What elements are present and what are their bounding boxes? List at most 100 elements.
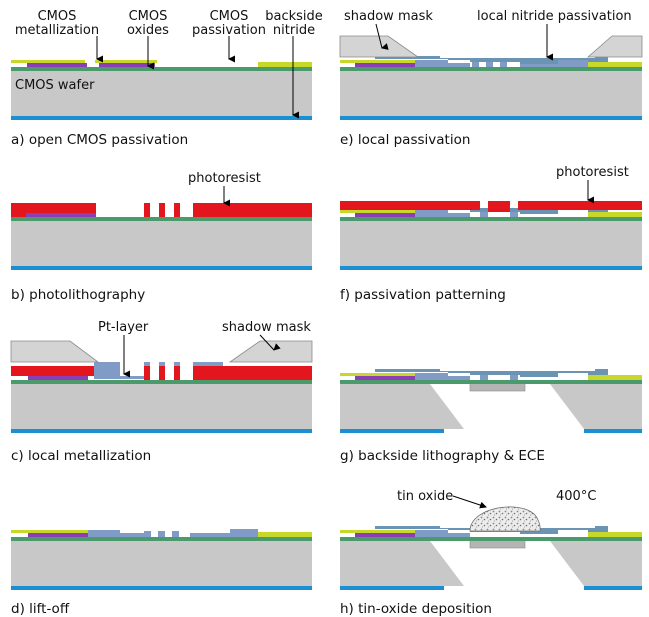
oxide-layer [11, 380, 312, 384]
passivation-layer [340, 373, 415, 376]
shadow-mask [228, 340, 313, 363]
photoresist-block [144, 366, 150, 380]
metal-pad [99, 63, 155, 67]
cmos-wafer [340, 541, 464, 586]
cmos-wafer [340, 71, 642, 116]
panel-c: Pt-layer shadow mask c) local metallizat… [10, 320, 313, 464]
oxide-layer [340, 67, 642, 71]
pt-layer [472, 61, 479, 67]
backside-nitride-layer [340, 116, 642, 120]
backside-nitride-layer [340, 586, 444, 590]
pt-layer [144, 531, 151, 537]
membrane [469, 382, 526, 392]
pt-layer [415, 373, 470, 380]
metal-pad [355, 376, 415, 380]
arrow [259, 334, 281, 351]
photoresist-block [144, 203, 150, 217]
backside-nitride-layer [584, 429, 642, 433]
metal-pad [72, 213, 96, 217]
pt-layer [94, 362, 144, 379]
membrane [469, 539, 526, 549]
oxide-layer [340, 217, 642, 221]
backside-nitride-layer [340, 266, 642, 270]
pt-layer [480, 211, 488, 217]
caption-g: g) backside lithography & ECE [340, 448, 545, 464]
pt-layer [415, 530, 470, 537]
arrow [452, 495, 487, 509]
shadow-mask [10, 340, 100, 363]
pt-layer [510, 211, 518, 217]
passivation-layer [258, 532, 312, 537]
backside-nitride-layer [11, 429, 312, 433]
photoresist-block [193, 366, 312, 380]
caption-f: f) passivation patterning [340, 287, 506, 303]
shadow-mask [339, 35, 420, 58]
metal-pad [28, 376, 88, 380]
oxide-layer [340, 380, 642, 384]
pt-layer [510, 374, 518, 380]
passivation-layer [258, 62, 312, 67]
cmos-wafer [11, 71, 312, 116]
passivation-layer [11, 60, 85, 63]
caption-e: e) local passivation [340, 132, 470, 148]
passivation-layer [95, 60, 157, 63]
label-shadow-mask: shadow mask [344, 9, 433, 24]
backside-nitride-layer [340, 429, 444, 433]
photoresist-block [159, 203, 165, 217]
photoresist-block [174, 366, 180, 380]
oxide-layer [11, 537, 312, 541]
passivation-layer [588, 375, 642, 380]
label-photoresist: photoresist [556, 165, 629, 180]
pt-layer [486, 61, 493, 67]
metal-pad [355, 63, 415, 67]
cmos-wafer [550, 541, 642, 586]
metal-pad [355, 213, 415, 217]
label-backside-nitride: backside [265, 9, 323, 24]
pt-layer [193, 362, 223, 366]
pt-layer [159, 362, 165, 366]
metal-pad [27, 63, 87, 67]
panel-e: shadow mask local nitride passivation e)… [339, 9, 643, 148]
metal-pad [28, 533, 88, 537]
passivation-layer [340, 60, 415, 63]
caption-a: a) open CMOS passivation [11, 132, 188, 148]
metal-pad [26, 213, 86, 217]
label-cmos-wafer: CMOS wafer [15, 78, 95, 93]
cmos-wafer [340, 221, 642, 266]
label-tin-oxide: tin oxide [397, 489, 453, 504]
label-photoresist: photoresist [188, 171, 261, 186]
passivation-layer [340, 530, 415, 533]
oxide-layer [11, 217, 312, 221]
passivation-layer [588, 212, 642, 217]
caption-b: b) photolithography [11, 287, 145, 303]
pt-layer [158, 531, 165, 537]
backside-nitride-layer [584, 586, 642, 590]
panel-g: g) backside lithography & ECE [340, 369, 642, 464]
passivation-layer [340, 210, 415, 213]
photoresist-block [159, 366, 165, 380]
arrow [375, 23, 389, 50]
oxide-layer [11, 67, 312, 71]
photoresist-block [340, 201, 480, 210]
label-cmos-metallization: metallization [15, 23, 99, 38]
label-shadow-mask: shadow mask [222, 320, 311, 335]
cmos-wafer [550, 384, 642, 429]
panel-a: CMOS metallization CMOS oxides CMOS pass… [11, 9, 323, 148]
caption-h: h) tin-oxide deposition [340, 601, 492, 617]
photoresist-block [193, 203, 312, 217]
pt-layer [415, 60, 470, 67]
label-pt-layer: Pt-layer [98, 320, 149, 335]
label-cmos-metallization: CMOS [38, 9, 77, 24]
panel-d: d) lift-off [11, 529, 312, 617]
pt-layer [174, 362, 180, 366]
backside-nitride-layer [11, 586, 312, 590]
photoresist-block [11, 203, 96, 213]
label-local-nitride-passivation: local nitride passivation [477, 9, 632, 24]
pt-layer [190, 529, 258, 537]
photoresist-block [11, 213, 26, 217]
cmos-wafer [11, 221, 312, 266]
tin-oxide-droplet [469, 506, 541, 532]
caption-d: d) lift-off [11, 601, 70, 617]
photoresist-block [518, 201, 642, 210]
cmos-wafer [340, 384, 464, 429]
